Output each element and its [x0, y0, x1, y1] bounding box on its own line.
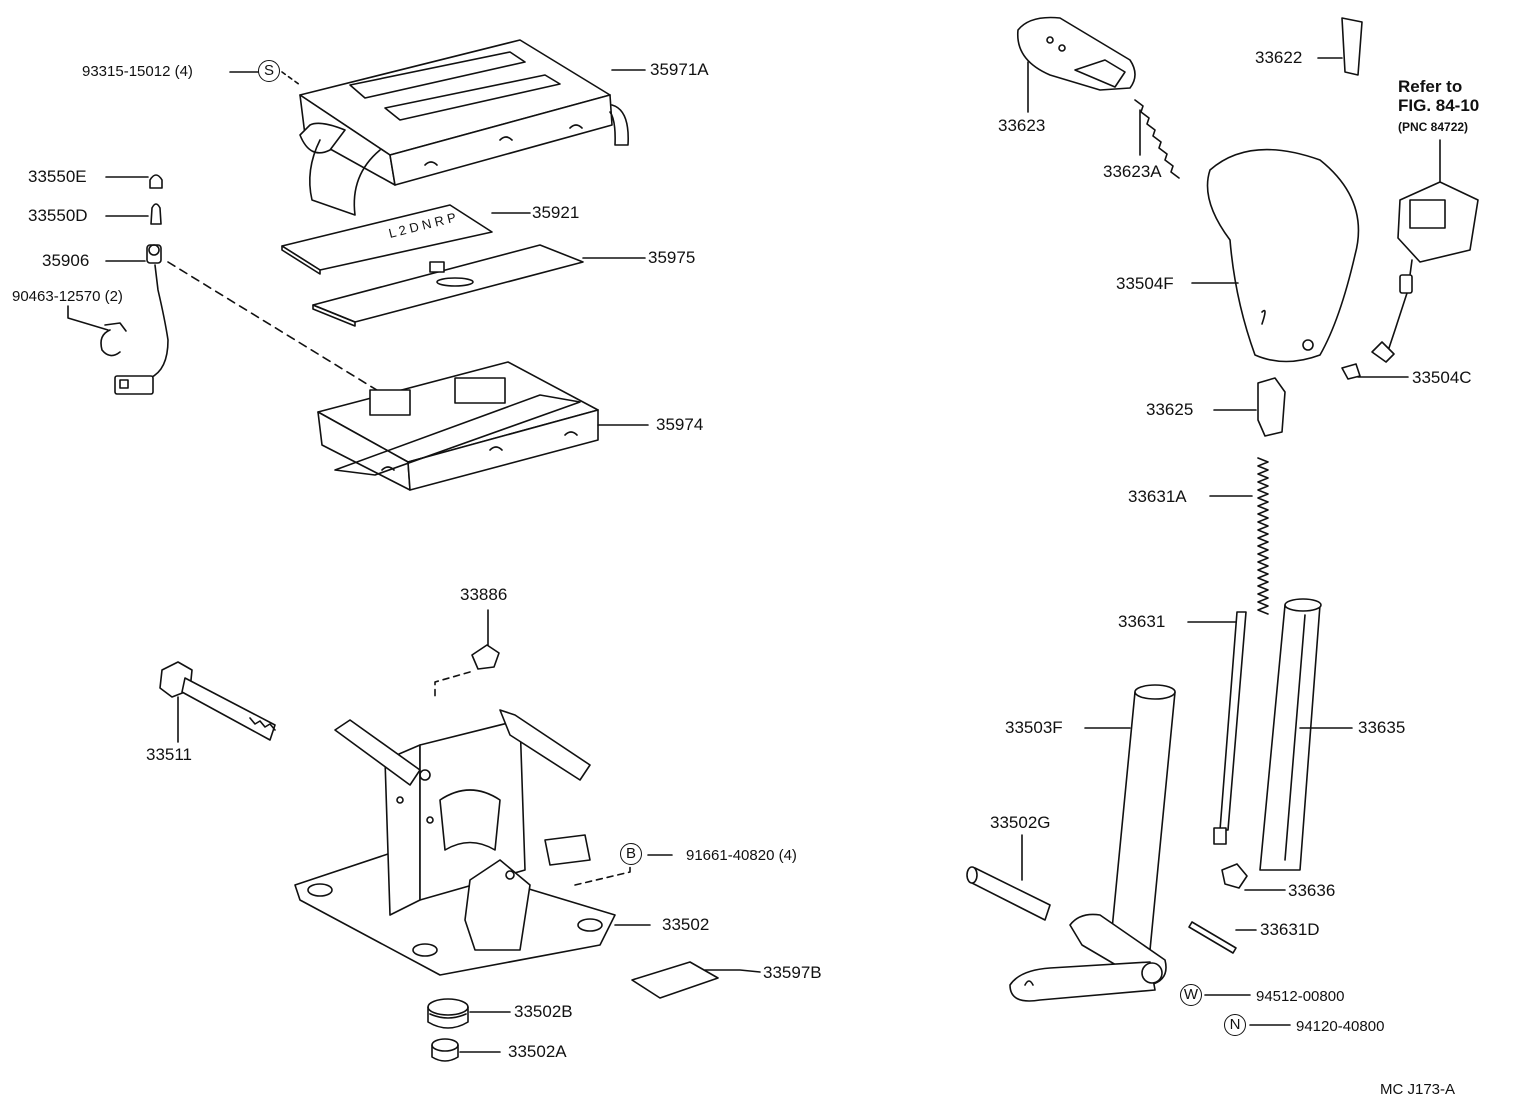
callout-33631A: 33631A	[1128, 487, 1187, 506]
callout-33504F: 33504F	[1116, 274, 1174, 293]
callout-33550D: 33550D	[28, 206, 88, 225]
reference-line-3: (PNC 84722)	[1398, 120, 1469, 134]
lever-33503F	[1009, 684, 1176, 1002]
insert-33622	[1317, 17, 1363, 76]
callout-33631D: 33631D	[1260, 920, 1320, 939]
callout-33622: 33622	[1255, 48, 1303, 67]
indicator-plate-35921: L 2 D N R P	[281, 204, 531, 275]
symbol-s: S	[258, 60, 280, 82]
callout-33636: 33636	[1288, 881, 1336, 900]
symbol-w: W	[1180, 984, 1202, 1006]
callout-33550E: 33550E	[28, 167, 87, 186]
callout-91661-40820: 91661-40820 (4)	[686, 847, 797, 864]
callout-33502: 33502	[662, 915, 710, 934]
callout-33511: 33511	[146, 745, 193, 764]
pin-33502G	[966, 834, 1051, 921]
spring-33631A	[1209, 457, 1269, 615]
indicator-frame-35974	[317, 361, 649, 491]
drawing-code: MC J173-A	[1380, 1081, 1456, 1098]
callout-33886: 33886	[460, 585, 508, 604]
callout-35971A: 35971A	[650, 60, 709, 79]
callout-33631: 33631	[1118, 612, 1166, 631]
spring-33623A	[1134, 99, 1180, 179]
callout-33623: 33623	[998, 116, 1046, 135]
symbol-b: B	[620, 843, 642, 865]
callout-94512-00800: 94512-00800	[1256, 988, 1345, 1005]
switch-assembly	[1341, 139, 1479, 380]
indicator-housing-35971A	[229, 39, 646, 216]
bushings	[427, 998, 511, 1062]
callout-35921: 35921	[532, 203, 580, 222]
callout-94120-40800: 94120-40800	[1296, 1018, 1385, 1035]
callout-33623A: 33623A	[1103, 162, 1162, 181]
callout-33502G: 33502G	[990, 813, 1051, 832]
callout-33635: 33635	[1358, 718, 1406, 737]
callout-35975: 35975	[648, 248, 696, 267]
reference-line-2: FIG. 84-10	[1398, 96, 1480, 115]
clip-33886	[434, 609, 500, 701]
callout-33625: 33625	[1146, 400, 1194, 419]
knob-button-33623	[1017, 16, 1136, 113]
bolt-33511	[159, 661, 276, 743]
callout-33504C: 33504C	[1412, 368, 1472, 387]
callout-35974: 35974	[656, 415, 704, 434]
part-33635	[1259, 598, 1353, 871]
pin-33631D	[1188, 921, 1257, 954]
symbol-n: N	[1224, 1014, 1246, 1036]
rod-33631	[1187, 611, 1247, 845]
callout-93315-15012: 93315-15012 (4)	[82, 63, 193, 80]
callout-90463-12570: 90463-12570 (2)	[12, 288, 123, 305]
slide-plate-35975	[312, 244, 646, 327]
pad-33597B	[631, 961, 761, 999]
clip-33636	[1221, 863, 1286, 891]
reference-line-1: Refer to	[1398, 77, 1463, 96]
callout-33502A: 33502A	[508, 1042, 567, 1061]
shift-knob-33504F	[1191, 148, 1360, 363]
callout-33502B: 33502B	[514, 1002, 573, 1021]
part-33625	[1213, 377, 1286, 437]
callout-33597B: 33597B	[763, 963, 822, 982]
callout-35906: 35906	[42, 251, 90, 270]
callout-33503F: 33503F	[1005, 718, 1063, 737]
shift-lever-bracket-33502	[294, 709, 673, 976]
bulb-and-socket	[67, 174, 381, 395]
